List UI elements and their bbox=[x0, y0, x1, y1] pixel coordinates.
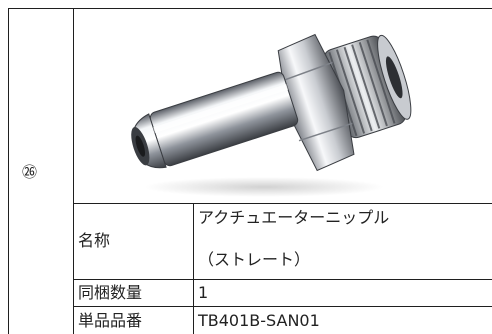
row-value-name-line1: アクチュエーターニップル bbox=[198, 208, 390, 227]
table-border-left bbox=[8, 8, 9, 334]
row-value-quantity: 1 bbox=[198, 283, 209, 302]
table-row-divider-photo bbox=[73, 203, 492, 204]
hose-nipple-fitting-icon bbox=[131, 33, 412, 197]
row-label-quantity: 同梱数量 bbox=[78, 283, 143, 302]
table-divider-label-column bbox=[193, 203, 194, 334]
row-label-name: 名称 bbox=[78, 231, 111, 250]
table-row-divider-name bbox=[73, 279, 492, 280]
table-row-divider-quantity bbox=[73, 306, 492, 307]
item-number: ㉖ bbox=[22, 163, 38, 181]
table-divider-number-column bbox=[73, 8, 74, 334]
table-border-top bbox=[8, 8, 492, 9]
row-label-part-number: 単品品番 bbox=[78, 311, 143, 330]
product-photo bbox=[74, 9, 492, 203]
row-value-part-number: TB401B-SAN01 bbox=[198, 311, 320, 330]
row-value-name-line2: （ストレート） bbox=[198, 250, 311, 269]
